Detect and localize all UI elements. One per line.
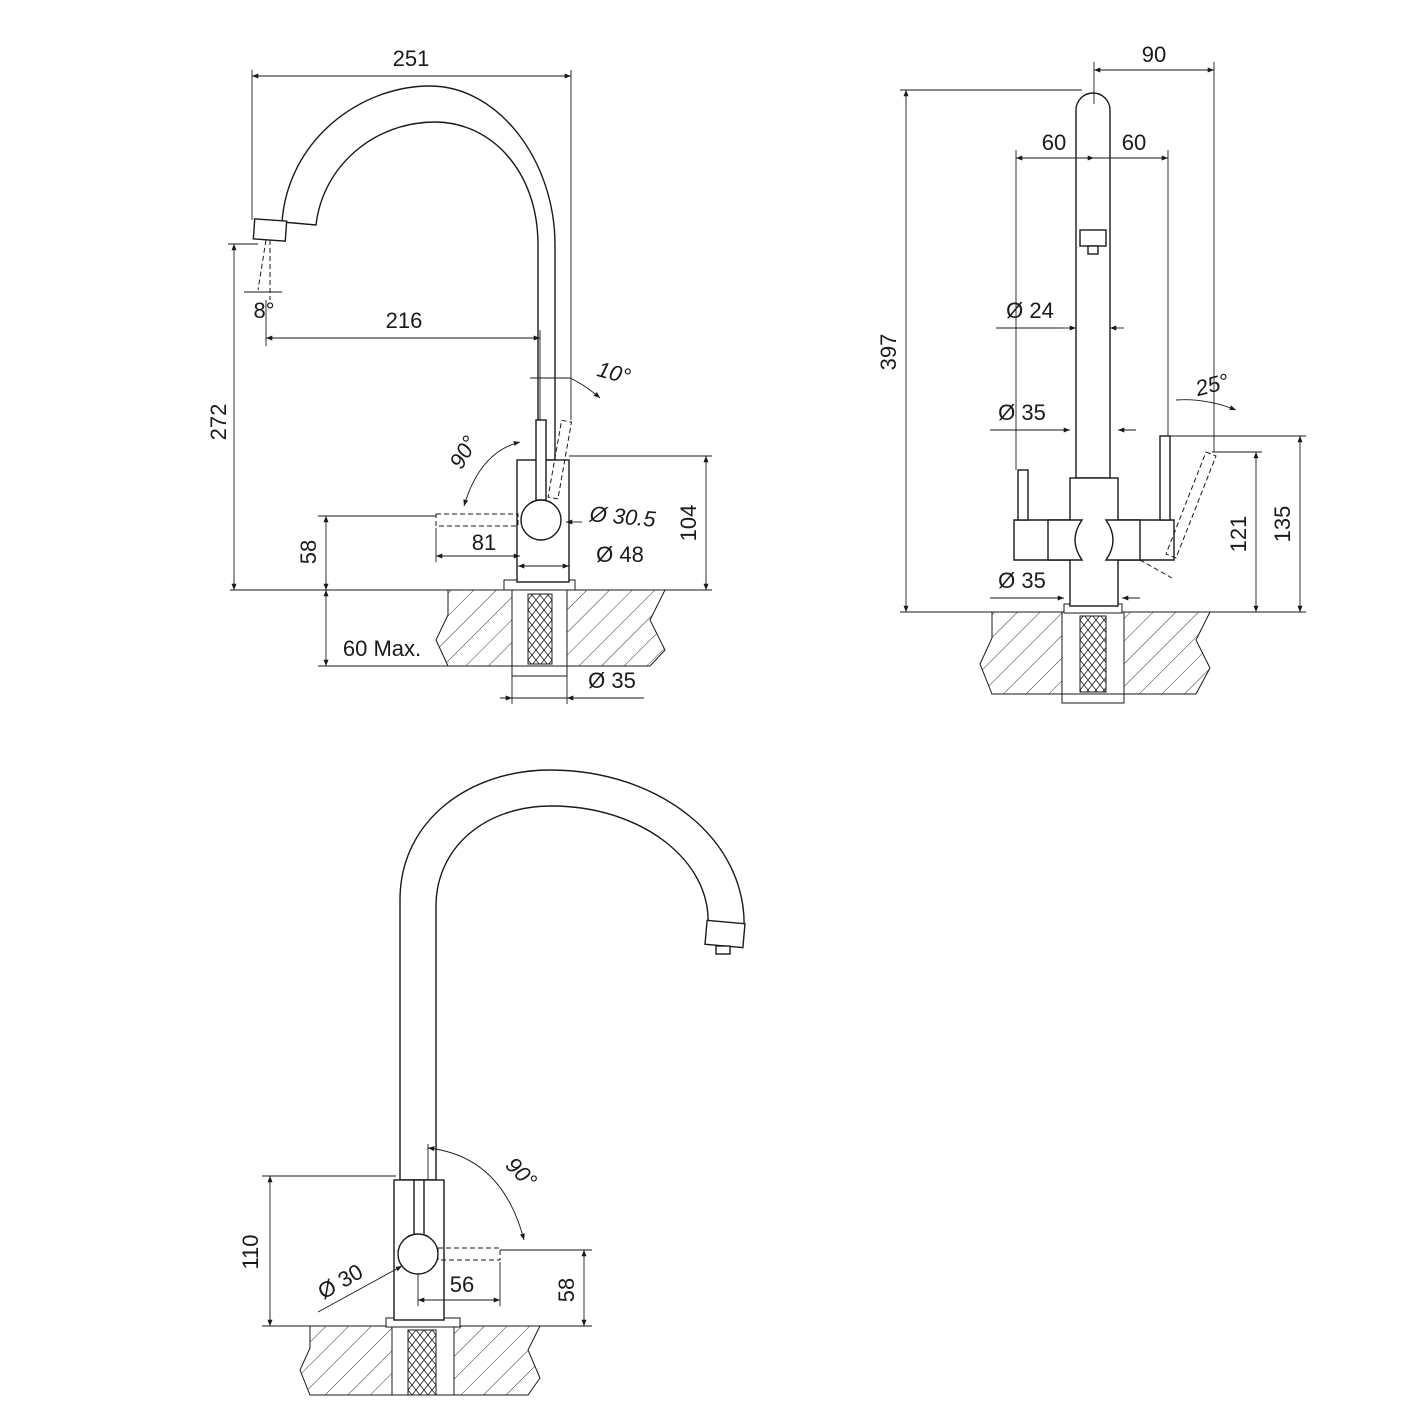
dim-135: 135 <box>1270 506 1295 543</box>
dim-60-max: 60 Max. <box>343 636 421 661</box>
dim-121: 121 <box>1226 516 1251 553</box>
lever-hub <box>520 499 562 541</box>
dim-diam-24: Ø 24 <box>1006 298 1054 323</box>
worktop-section-bottom <box>299 1317 541 1396</box>
dim-90-front: 90 <box>1142 42 1166 67</box>
dim-diam-48: Ø 48 <box>596 542 644 567</box>
side-view: 251 272 8° 216 10° 90° 104 Ø 30.5 Ø 48 8… <box>206 46 712 704</box>
aerator-bottom <box>704 919 746 949</box>
spout-bottom <box>399 769 745 1181</box>
dim-90deg-bottom: 90° <box>501 1152 542 1193</box>
dim-25deg: 25° <box>1192 368 1232 401</box>
lever-bottom <box>413 1179 425 1241</box>
lever-hub-bottom <box>397 1233 439 1275</box>
dim-90deg-side: 90° <box>444 431 482 472</box>
dim-diam-35-side: Ø 35 <box>588 668 636 693</box>
mixer-body-front <box>1069 477 1119 607</box>
front-view: 90 60 60 397 Ø 24 Ø 35 25° 121 135 Ø 35 <box>876 42 1306 704</box>
dim-216: 216 <box>386 308 423 333</box>
dim-104: 104 <box>676 505 701 542</box>
dim-110: 110 <box>238 1234 263 1269</box>
worktop-section-front <box>979 603 1211 704</box>
dim-58-bottom: 58 <box>554 1278 579 1302</box>
spout-column <box>1075 92 1111 479</box>
dim-272: 272 <box>206 404 231 441</box>
dim-10deg: 10° <box>595 356 634 389</box>
dim-diam-35-column: Ø 35 <box>998 400 1046 425</box>
dim-diam-30: Ø 30 <box>313 1259 367 1305</box>
aerator <box>252 218 288 242</box>
dim-8deg: 8° <box>253 298 274 323</box>
lever-handle <box>535 419 547 501</box>
perspective-view: 110 90° 58 56 Ø 30 <box>238 769 746 1396</box>
dim-diam-30-5: Ø 30.5 <box>588 501 658 532</box>
dim-56: 56 <box>450 1272 474 1297</box>
dim-60-left: 60 <box>1042 130 1066 155</box>
spout <box>281 85 556 461</box>
dim-251: 251 <box>393 46 430 71</box>
aerator-front <box>1079 229 1107 247</box>
dim-diam-35-base: Ø 35 <box>998 568 1046 593</box>
dim-397: 397 <box>876 334 901 371</box>
dim-58-side: 58 <box>296 540 321 564</box>
dim-60-right: 60 <box>1122 130 1146 155</box>
worktop-section <box>435 579 666 677</box>
dim-81: 81 <box>472 530 496 555</box>
